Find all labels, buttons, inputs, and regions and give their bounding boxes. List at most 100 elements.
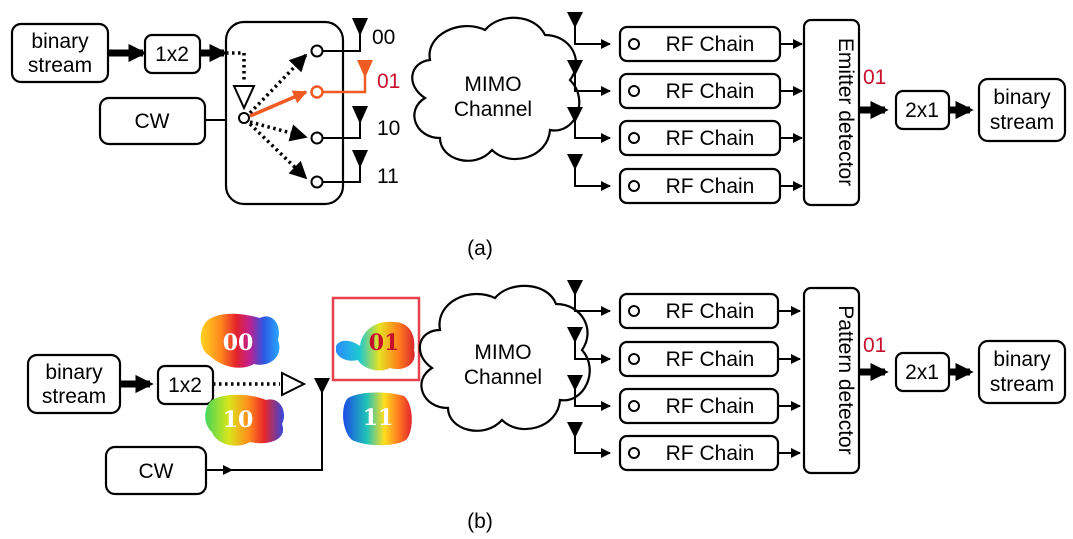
pattern-10: 10	[205, 394, 285, 446]
channel-label-line2: Channel	[454, 98, 532, 121]
switch-node-10	[310, 131, 324, 145]
pattern-blob	[205, 394, 285, 446]
mimo-channel-cloud	[418, 284, 591, 432]
antenna-feed-00	[323, 30, 361, 52]
rx-branch-2: RF Chain	[567, 327, 801, 378]
switch-input-node	[238, 112, 250, 124]
rf-chain-label: RF Chain	[666, 127, 755, 150]
input-label-line1: binary	[31, 30, 89, 53]
pattern-label: 11	[363, 405, 394, 431]
panel-b: binary stream 1x2 CW 00 10 01 11	[26, 280, 1067, 533]
mimo-channel-cloud	[411, 16, 581, 162]
rx-branch-3: RF Chain	[567, 375, 801, 425]
rf-chain-switch-node	[628, 400, 640, 412]
output-binary-stream-box	[977, 77, 1067, 143]
pattern-00: 00	[200, 313, 280, 368]
switch-path-00	[248, 53, 308, 115]
rx-branch-4: RF Chain	[567, 154, 803, 205]
tx-antenna-icon	[314, 378, 330, 394]
output-label-line2: stream	[990, 111, 1054, 134]
emitter-detector-label: Emitter detector	[834, 38, 857, 186]
switch-path-01-selected	[249, 90, 308, 118]
antenna-feed-10	[323, 118, 361, 139]
demux-label: 2x1	[905, 361, 939, 384]
demux-label: 2x1	[905, 99, 939, 122]
pattern-blob	[336, 321, 415, 371]
switch-path-11	[248, 122, 308, 180]
pattern-detector-box	[802, 286, 861, 475]
rx-antenna-icon	[567, 60, 583, 76]
switch-node-01	[310, 85, 324, 99]
rf-chain-label: RF Chain	[666, 175, 755, 198]
mux-label: 1x2	[168, 374, 202, 397]
output-label-line2: stream	[990, 373, 1054, 396]
pattern-label: 00	[223, 330, 254, 356]
rf-chain-label: RF Chain	[666, 348, 755, 371]
pattern-01: 01	[331, 296, 421, 382]
rf-chain-label: RF Chain	[666, 442, 755, 465]
rx-antenna-icon	[567, 422, 583, 438]
output-binary-stream-box	[977, 339, 1067, 405]
rx-branch-2: RF Chain	[567, 60, 803, 110]
antenna-feed-11	[323, 162, 361, 183]
antenna-feed-01	[323, 72, 367, 94]
cw-label: CW	[139, 460, 174, 483]
amplifier-icon	[281, 371, 307, 397]
rx-branch-4: RF Chain	[567, 422, 801, 472]
rf-chain-label: RF Chain	[666, 300, 755, 323]
detected-bits-b: 01	[863, 334, 886, 357]
antenna-10-icon	[352, 106, 368, 124]
rx-antenna-icon	[567, 12, 583, 28]
amplifier-icon	[232, 85, 256, 111]
pattern-label: 10	[223, 407, 254, 433]
rf-chain-switch-node	[628, 132, 640, 144]
output-label-line1: binary	[993, 86, 1051, 109]
rx-antenna-icon	[567, 280, 583, 296]
rf-chain-switch-node	[628, 447, 640, 459]
rx-antenna-icon	[567, 107, 583, 123]
rf-chain-label: RF Chain	[666, 395, 755, 418]
switch-node-11	[310, 175, 324, 189]
cw-feed-line	[215, 392, 323, 471]
rf-chain-label: RF Chain	[666, 33, 755, 56]
switch-box	[224, 20, 345, 206]
cw-label: CW	[135, 110, 170, 133]
rf-chain-switch-node	[628, 180, 640, 192]
pattern-blob	[200, 313, 280, 368]
rx-antenna-icon	[567, 375, 583, 391]
channel-label-line2: Channel	[464, 366, 542, 389]
panel-a: binary stream 1x2 CW 0	[10, 12, 1067, 260]
rx-branch-3: RF Chain	[567, 107, 803, 157]
caption-b: (b)	[467, 510, 493, 533]
antenna-label-11: 11	[377, 165, 399, 188]
switch-path-10	[249, 120, 308, 142]
rf-chain-switch-node	[628, 305, 640, 317]
rf-chain-switch-node	[628, 353, 640, 365]
caption-a: (a)	[467, 237, 493, 260]
input-label-line2: stream	[42, 385, 106, 408]
input-label-line2: stream	[28, 54, 92, 77]
pattern-label: 01	[369, 330, 400, 356]
detected-bits-a: 01	[863, 66, 886, 89]
switch-node-00	[310, 44, 324, 58]
rx-branch-1: RF Chain	[567, 280, 801, 330]
selected-pattern-box	[331, 296, 421, 382]
antenna-11-icon	[352, 150, 368, 168]
control-line	[226, 51, 246, 80]
rx-branch-1: RF Chain	[567, 12, 803, 63]
output-label-line1: binary	[993, 348, 1051, 371]
rf-chain-label: RF Chain	[666, 80, 755, 103]
pattern-11: 11	[343, 392, 412, 446]
rx-antenna-icon	[567, 154, 583, 170]
antenna-01-icon	[357, 60, 373, 78]
antenna-label-00: 00	[372, 26, 395, 49]
input-label-line1: binary	[45, 361, 103, 384]
mux-label: 1x2	[155, 43, 189, 66]
pattern-blob	[343, 392, 412, 446]
channel-label-line1: MIMO	[474, 341, 531, 364]
channel-label-line1: MIMO	[464, 73, 521, 96]
pattern-detector-label: Pattern detector	[834, 305, 857, 454]
rf-chain-switch-node	[628, 85, 640, 97]
antenna-label-10: 10	[377, 117, 400, 140]
